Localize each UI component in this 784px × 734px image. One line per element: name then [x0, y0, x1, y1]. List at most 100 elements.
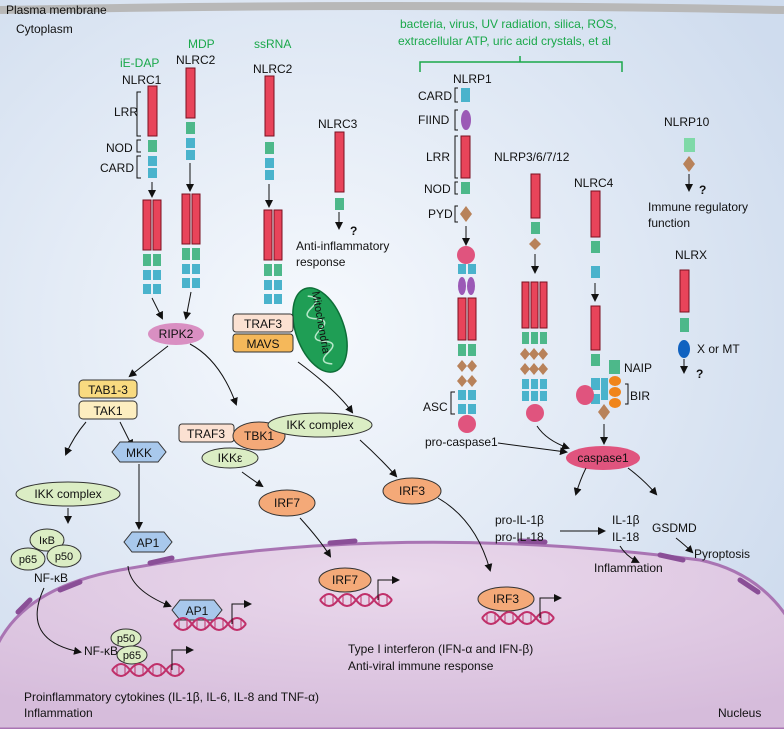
- nlrc4-label: NLRC4: [574, 176, 614, 190]
- nlrc3-monomer: [334, 131, 345, 210]
- nlrc2-dimer: [181, 193, 201, 288]
- ap1-label: AP1: [137, 536, 160, 550]
- nod-domain-label: NOD: [106, 141, 133, 155]
- card-domain-label: CARD: [100, 161, 134, 175]
- nlrc1-label: NLRC1: [122, 73, 162, 87]
- pyd-label: PYD: [428, 207, 453, 221]
- nlrc2-monomer: [185, 67, 196, 160]
- ikb-label: IκB: [39, 535, 55, 547]
- inflammation-label: Inflammation: [594, 561, 663, 575]
- ikb-node: [29, 528, 65, 552]
- immune-regulatory-line2: function: [648, 216, 690, 230]
- irf7-label: IRF7: [274, 496, 300, 510]
- ikk-complex-left: [15, 481, 121, 507]
- nlrp1-label: NLRP1: [453, 72, 492, 86]
- tak1-label: TAK1: [93, 404, 122, 418]
- nuc-p50-label: p50: [117, 633, 135, 645]
- ap1-node: [123, 531, 173, 553]
- nlrp10-label: NLRP10: [664, 115, 710, 129]
- type1-ifn-label: Type I interferon (IFN-α and IFN-β): [348, 642, 533, 656]
- ikke-node: [201, 447, 259, 469]
- irf7-nucleus-node: [318, 567, 372, 593]
- nucleus-label: Nucleus: [718, 706, 761, 720]
- promoter-arrow-nfkb: [171, 646, 194, 670]
- bir-label: BIR: [630, 389, 650, 403]
- p50-node: [46, 544, 82, 568]
- pro-il1b-label: pro-IL-1β: [495, 513, 544, 527]
- nucleus-shape: [0, 540, 784, 731]
- anti-inflammatory-line2: response: [296, 255, 346, 269]
- nlrc1-dimer: [142, 199, 162, 294]
- caspase1-node: [566, 446, 640, 470]
- nlrp3-label: NLRP3/6/7/12: [494, 150, 570, 164]
- nlrp1-stimuli-line2: extracellular ATP, uric acid crystals, e…: [398, 34, 611, 48]
- nuc-p65-label: p65: [123, 650, 141, 662]
- anti-viral-label: Anti-viral immune response: [348, 659, 494, 673]
- irf3-node: [382, 477, 442, 505]
- nlrc3-label: NLRC3: [318, 117, 358, 131]
- promoter-arrow-irf7: [377, 576, 400, 600]
- plasma-membrane-line: [0, 2, 784, 14]
- mitochondria-shape: [292, 287, 348, 373]
- ikk-complex-left-label: IKK complex: [34, 487, 101, 501]
- immune-regulatory-line1: Immune regulatory: [648, 200, 748, 214]
- card-nlrp1-label: CARD: [418, 89, 452, 103]
- ikk-complex-right-label: IKK complex: [286, 418, 353, 432]
- stimuli-bracket: [419, 56, 623, 72]
- irf3-nucleus-label: IRF3: [493, 592, 519, 606]
- nlrx-x-domain: [678, 340, 690, 358]
- pro-caspase1-label: pro-caspase1: [425, 435, 498, 449]
- irf3-label: IRF3: [399, 484, 425, 498]
- irf3-nucleus-node: [477, 586, 535, 612]
- promoter-arrow-ap1: [231, 600, 252, 624]
- mkk-label: MKK: [126, 446, 152, 460]
- nlrx-lrr: [679, 269, 690, 313]
- nlrp3-inflammasome: [520, 281, 548, 422]
- nlrp1-monomer: [460, 88, 472, 222]
- nlrp10-nod: [684, 138, 695, 152]
- gsdmd-label: GSDMD: [652, 521, 697, 535]
- nlrc4-inflammasome: [576, 305, 621, 420]
- nuc-p65-node: [116, 645, 148, 665]
- nlrp10-pyd: [683, 156, 695, 172]
- nlrc2-b-label: NLRC2: [253, 62, 293, 76]
- irf7-node: [258, 489, 316, 517]
- mdp-label: MDP: [188, 37, 215, 51]
- nlrp10-question: ?: [699, 183, 706, 197]
- ap1-nucleus-label: AP1: [186, 604, 209, 618]
- asc-label: ASC: [423, 400, 448, 414]
- ie-dap-label: iE-DAP: [120, 56, 159, 70]
- traf3-label: TRAF3: [187, 427, 225, 441]
- fiind-label: FIIND: [418, 113, 450, 127]
- nlrp1-stimuli-line1: bacteria, virus, UV radiation, silica, R…: [400, 17, 617, 31]
- nlrc2-ssrna-monomer: [264, 75, 275, 180]
- tab13-label: TAB1-3: [88, 383, 128, 397]
- proinflammatory-label: Proinflammatory cytokines (IL-1β, IL-6, …: [24, 690, 319, 704]
- pro-il18-label: pro-IL-18: [495, 530, 544, 544]
- pyroptosis-label: Pyroptosis: [694, 547, 750, 561]
- nuclear-pores: [15, 538, 761, 615]
- x-or-mt-label: X or MT: [697, 342, 740, 356]
- p50-label: p50: [55, 551, 73, 563]
- nlrc4-monomer: [590, 190, 601, 278]
- p65-node: [10, 547, 46, 571]
- traf3-mito-box: [232, 313, 294, 333]
- nlrx-label: NLRX: [675, 248, 707, 262]
- lrr-domain-label: LRR: [114, 105, 138, 119]
- nfkb-label: NF-κB: [34, 571, 68, 585]
- ripk2-node: [148, 323, 204, 345]
- nod-nlrp1-label: NOD: [424, 182, 451, 196]
- ikk-complex-right: [267, 412, 373, 438]
- naip-label: NAIP: [624, 361, 652, 375]
- il18-label: IL-18: [612, 530, 640, 544]
- il1b-label: IL-1β: [612, 513, 640, 527]
- nlrc2-ssrna-dimer: [263, 209, 283, 304]
- tak1-box: [78, 400, 138, 420]
- inflammation-bottom-label: Inflammation: [24, 706, 93, 720]
- ssrna-label: ssRNA: [254, 37, 291, 51]
- p65-label: p65: [19, 554, 37, 566]
- nlrc3-question: ?: [350, 224, 357, 238]
- caspase1-label: caspase1: [577, 451, 629, 465]
- traf3-mito-label: TRAF3: [244, 317, 282, 331]
- tbk1-label: TBK1: [244, 429, 274, 443]
